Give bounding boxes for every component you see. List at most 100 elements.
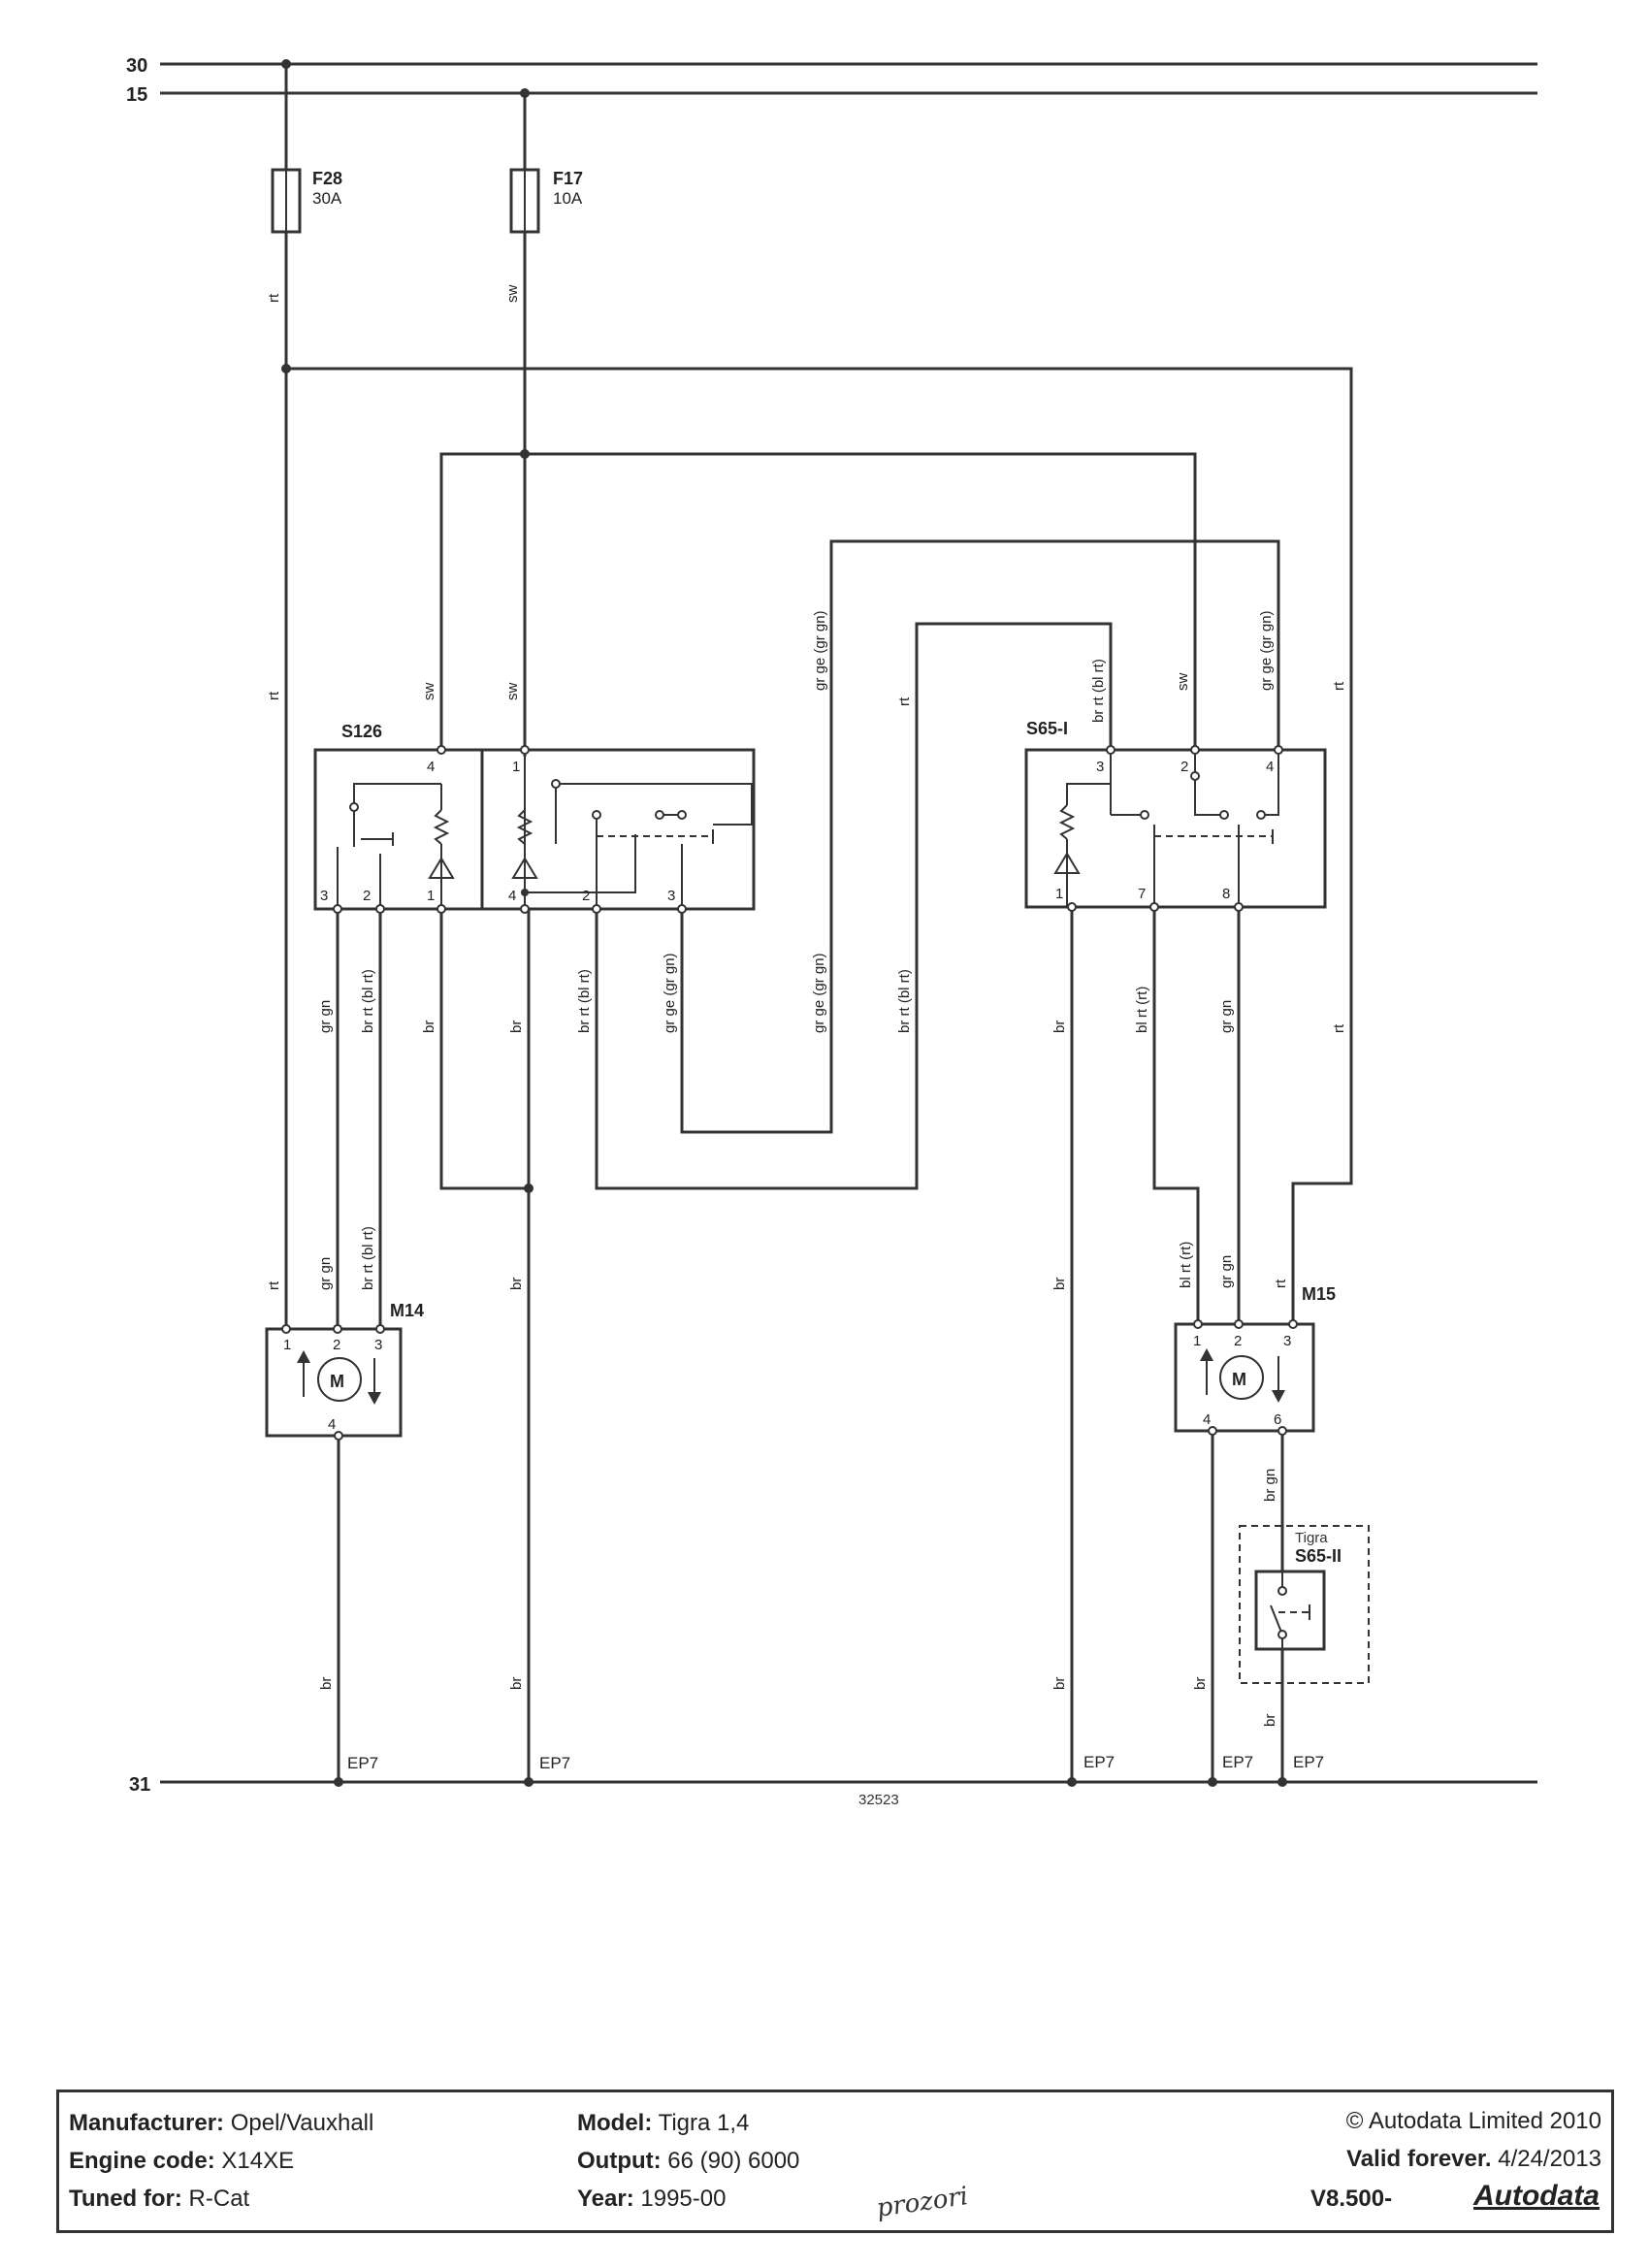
- wire-label-br-8: br: [1051, 1677, 1068, 1690]
- wire-label-rt-6: rt: [1273, 1279, 1289, 1288]
- switch-s65-i-label: S65-I: [1026, 719, 1068, 738]
- ground-ep7-3: EP7: [1083, 1753, 1115, 1771]
- ground-points: [334, 1777, 1287, 1787]
- m14-pin-1: 1: [283, 1337, 291, 1353]
- wire-label-sw-1: sw: [504, 285, 521, 304]
- wire-label-rt-4: rt: [1331, 1023, 1347, 1033]
- wire-label-rt-5: rt: [266, 1280, 282, 1290]
- wire-label-brrt-6: br rt (bl rt): [360, 1226, 376, 1290]
- rail-15-label: 15: [126, 84, 147, 106]
- info-tuned: Tuned for: R-Cat: [69, 2186, 249, 2213]
- wire-labels: rt sw rt sw sw gr ge (gr gn) rt br rt (b…: [266, 285, 1347, 1728]
- ground-ep7-5: EP7: [1293, 1753, 1324, 1771]
- wire-label-br-10: br: [1262, 1714, 1278, 1727]
- rail-30-label: 30: [126, 55, 147, 77]
- s65-i-pin-3: 3: [1096, 759, 1104, 775]
- info-box: Manufacturer: Opel/Vauxhall Engine code:…: [56, 2090, 1614, 2233]
- wire-label-rt-2: rt: [266, 691, 282, 700]
- switch-s65-ii: [1239, 1525, 1370, 1684]
- motor-m15-symbol: M: [1232, 1370, 1246, 1389]
- switch-s65-ii-note: Tigra: [1295, 1530, 1328, 1546]
- wire-label-br-4: br: [508, 1278, 525, 1290]
- s126-pin-4-top: 4: [427, 759, 435, 775]
- info-manufacturer-label: Manufacturer:: [69, 2110, 225, 2136]
- wire-label-sw-4: sw: [1175, 673, 1191, 692]
- fuse-f28-name: F28: [312, 169, 342, 188]
- wire-label-brrt-2: br rt (bl rt): [1090, 659, 1107, 723]
- fuse-f17-rating: 10A: [553, 189, 583, 208]
- m15-pin-4: 4: [1203, 1411, 1211, 1428]
- wire-label-brrt-5: br rt (bl rt): [896, 969, 913, 1033]
- info-engine-label: Engine code:: [69, 2148, 215, 2174]
- info-year-value: 1995-00: [640, 2186, 727, 2212]
- s126-pin-2b: 2: [582, 888, 590, 904]
- info-manufacturer: Manufacturer: Opel/Vauxhall: [69, 2110, 373, 2137]
- info-model-value: Tigra 1,4: [658, 2110, 750, 2136]
- wire-label-sw-2: sw: [421, 683, 437, 701]
- switch-s126-label: S126: [341, 722, 382, 741]
- wire-label-grge-2: gr ge (gr gn): [1258, 610, 1275, 691]
- wire-label-br-9: br: [1192, 1677, 1209, 1690]
- wire-label-grgn-2: gr gn: [1218, 1000, 1235, 1033]
- m15-pin-1: 1: [1193, 1333, 1201, 1349]
- wire-label-br-7: br: [508, 1677, 525, 1690]
- s126-pin-4: 4: [508, 888, 516, 904]
- s126-pin-3b: 3: [667, 888, 675, 904]
- ground-ep7-1: EP7: [347, 1754, 378, 1772]
- info-tuned-label: Tuned for:: [69, 2186, 182, 2212]
- info-manufacturer-value: Opel/Vauxhall: [230, 2110, 374, 2136]
- m15-pin-6: 6: [1274, 1411, 1281, 1428]
- info-valid-date: 4/24/2013: [1498, 2146, 1601, 2172]
- s65-i-pin-4: 4: [1266, 759, 1274, 775]
- info-engine-value: X14XE: [221, 2148, 295, 2174]
- fuse-f17-name: F17: [553, 169, 583, 188]
- m14-pin-2: 2: [333, 1337, 340, 1353]
- s65-i-pin-2: 2: [1180, 759, 1188, 775]
- s65-i-pin-8: 8: [1222, 886, 1230, 902]
- info-version: V8.500-: [1310, 2186, 1393, 2212]
- info-engine: Engine code: X14XE: [69, 2148, 294, 2175]
- info-valid: Valid forever. 4/24/2013: [1346, 2146, 1601, 2173]
- motor-m14: [265, 1324, 403, 1441]
- motor-m15-label: M15: [1302, 1284, 1336, 1304]
- wire-label-brrt-4: br rt (bl rt): [576, 969, 593, 1033]
- info-tuned-value: R-Cat: [188, 2186, 250, 2212]
- info-copyright: © Autodata Limited 2010: [1345, 2108, 1601, 2134]
- info-year: Year: 1995-00: [577, 2186, 726, 2213]
- wire-label-grge-4: gr ge (gr gn): [811, 953, 827, 1033]
- s126-pin-3: 3: [320, 888, 328, 904]
- info-model: Model: Tigra 1,4: [577, 2110, 749, 2137]
- wire-label-grge-1: gr ge (gr gn): [812, 610, 828, 691]
- motor-m14-label: M14: [390, 1301, 424, 1320]
- wire-label-blrt-2: bl rt (rt): [1178, 1242, 1194, 1288]
- wire-label-brrt-1: rt: [896, 697, 913, 706]
- s126-pin-1-top: 1: [512, 759, 520, 775]
- info-output-value: 66 (90) 6000: [667, 2148, 800, 2174]
- wire-label-rt-3: rt: [1331, 681, 1347, 691]
- s65-i-pin-7: 7: [1138, 886, 1146, 902]
- wire-label-grge-3: gr ge (gr gn): [662, 953, 678, 1033]
- s65-i-pin-1: 1: [1055, 886, 1063, 902]
- fuse-f17: [509, 88, 540, 757]
- info-year-label: Year:: [577, 2186, 634, 2212]
- m15-pin-2: 2: [1234, 1333, 1242, 1349]
- wire-label-grgn-3: gr gn: [317, 1257, 334, 1290]
- wire-label-blrt-1: bl rt (rt): [1134, 987, 1150, 1033]
- wire-label-br-6: br: [318, 1677, 335, 1690]
- switch-s126: [313, 745, 756, 914]
- wire-label-sw-3: sw: [504, 683, 521, 701]
- motor-m14-symbol: M: [330, 1372, 344, 1391]
- m15-pin-3: 3: [1283, 1333, 1291, 1349]
- wire-label-grgn-4: gr gn: [1218, 1255, 1235, 1288]
- m14-pin-3: 3: [374, 1337, 382, 1353]
- wire-label-br-1: br: [421, 1021, 437, 1033]
- wire-label-grgn-1: gr gn: [317, 1000, 334, 1033]
- autodata-logo: Autodata: [1473, 2180, 1600, 2212]
- wire-label-br-3: br: [1051, 1021, 1068, 1033]
- wire-network: [281, 364, 1353, 1782]
- ground-ep7-2: EP7: [539, 1754, 570, 1772]
- switch-s65-ii-label: S65-II: [1295, 1546, 1342, 1566]
- motor-m15: [1174, 1319, 1315, 1436]
- s126-pin-2: 2: [363, 888, 371, 904]
